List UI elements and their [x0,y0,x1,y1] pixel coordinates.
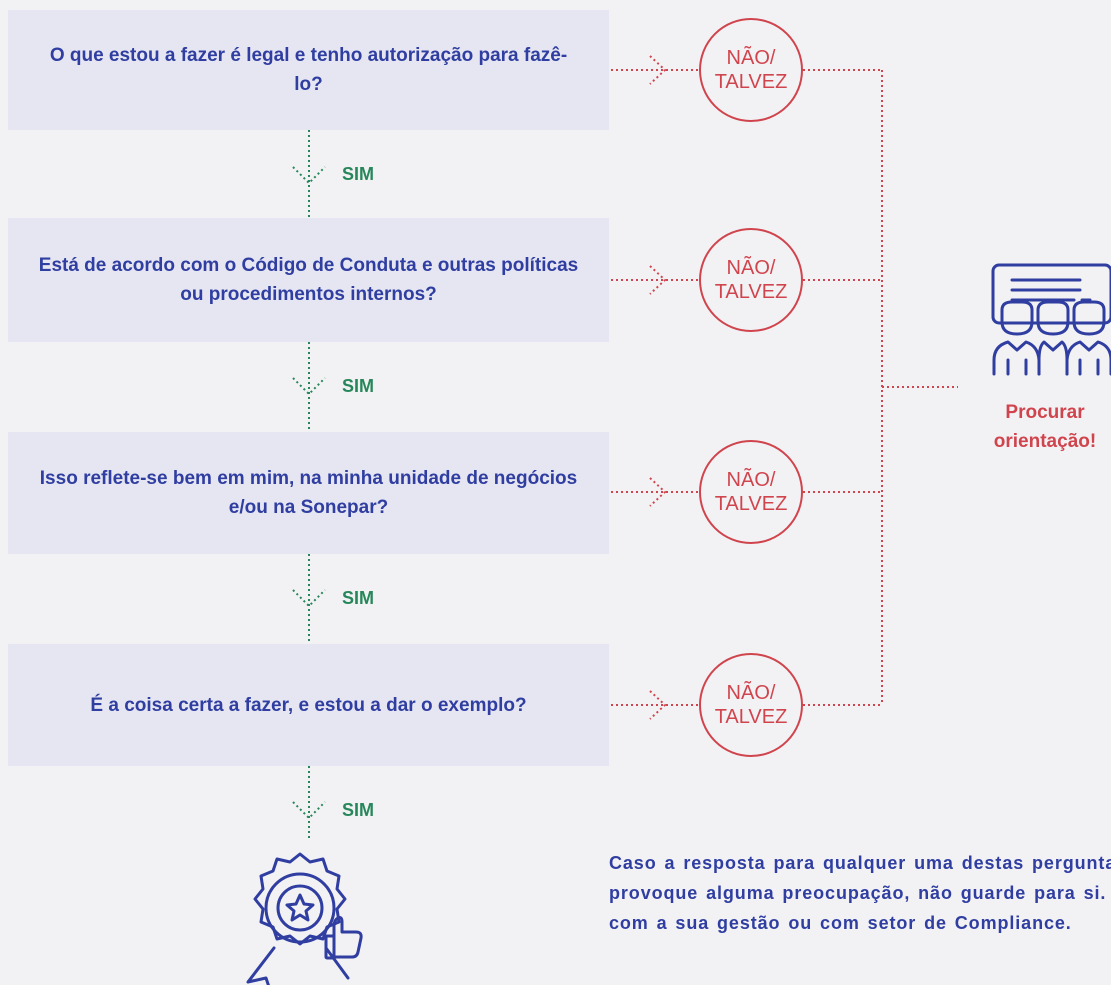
question-text: Isso reflete-se bem em mim, na minha uni… [39,468,578,518]
arrowhead-yes-4 [292,801,326,820]
answer-no-circle-4: NÃO/ TALVEZ [699,653,803,757]
award-badge-thumbs-up-icon [246,852,363,985]
question-box-3: Isso reflete-se bem em mim, na minha uni… [8,432,609,554]
yes-label-4: SIM [342,800,375,820]
question-text: Está de acordo com o Código de Conduta e… [38,255,579,305]
arrowhead-no-4 [649,690,667,720]
answer-no-label: NÃO/ TALVEZ [714,682,788,728]
arrowhead-yes-3 [292,589,326,608]
question-box-1: O que estou a fazer é legal e tenho auto… [8,10,609,130]
question-text: O que estou a fazer é legal e tenho auto… [49,45,568,95]
answer-no-circle-3: NÃO/ TALVEZ [699,440,803,544]
arrowhead-no-1 [649,55,667,85]
question-box-4: É a coisa certa a fazer, e estou a dar o… [8,644,609,766]
outcome-label: Procurar orientação! [993,402,1097,452]
answer-no-label: NÃO/ TALVEZ [714,469,788,515]
answer-no-label: NÃO/ TALVEZ [714,47,788,93]
compliance-note: Caso a resposta para qualquer uma destas… [609,853,1111,933]
arrowhead-no-2 [649,265,667,295]
answer-no-circle-1: NÃO/ TALVEZ [699,18,803,122]
yes-label-3: SIM [342,588,375,608]
question-text: É a coisa certa a fazer, e estou a dar o… [90,694,527,716]
question-box-2: Está de acordo com o Código de Conduta e… [8,218,609,342]
arrowhead-yes-2 [292,377,326,396]
arrowhead-no-3 [649,477,667,507]
yes-label-2: SIM [342,376,375,396]
yes-label-1: SIM [342,164,375,184]
answer-no-circle-2: NÃO/ TALVEZ [699,228,803,332]
team-presentation-icon [991,263,1111,376]
answer-no-label: NÃO/ TALVEZ [714,257,788,303]
